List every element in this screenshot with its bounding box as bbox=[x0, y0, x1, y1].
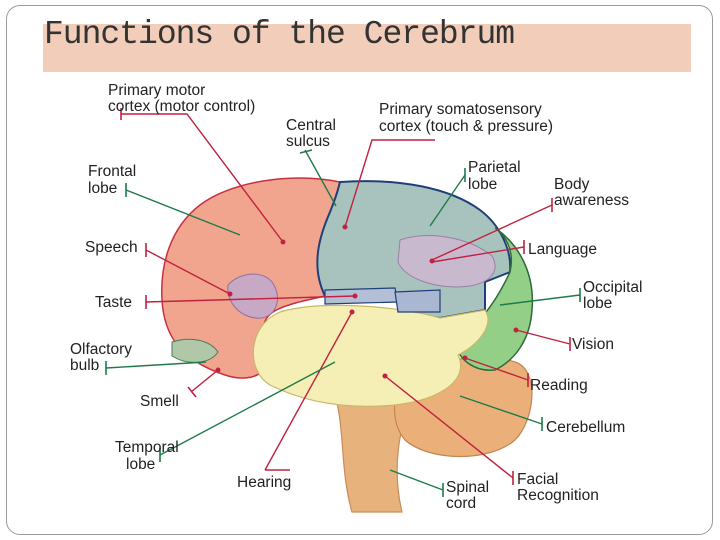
label-primary-motor-2: cortex (motor control) bbox=[108, 98, 255, 115]
red-leader-ticks bbox=[120, 108, 571, 485]
red-leader-lines bbox=[121, 113, 571, 479]
label-parietal-1: Parietal bbox=[468, 159, 521, 176]
label-spinal-2: cord bbox=[446, 495, 476, 512]
label-language: Language bbox=[528, 241, 597, 258]
label-spinal-1: Spinal bbox=[446, 479, 489, 496]
label-facial-2: Recognition bbox=[517, 487, 599, 504]
speech-area bbox=[227, 273, 278, 319]
hearing-area bbox=[394, 289, 441, 313]
label-taste: Taste bbox=[95, 294, 132, 311]
label-vision: Vision bbox=[572, 336, 614, 353]
green-leader-ticks bbox=[105, 149, 581, 497]
label-reading: Reading bbox=[530, 377, 588, 394]
language-area bbox=[397, 235, 496, 288]
label-temporal-2: lobe bbox=[126, 456, 155, 473]
label-speech: Speech bbox=[85, 239, 138, 256]
label-olfactory-2: bulb bbox=[70, 357, 99, 374]
olfactory-bulb bbox=[171, 338, 219, 363]
label-parietal-2: lobe bbox=[468, 176, 497, 193]
label-somato-1: Primary somatosensory bbox=[379, 101, 542, 118]
label-temporal-1: Temporal bbox=[115, 439, 179, 456]
label-primary-motor-1: Primary motor bbox=[108, 82, 205, 99]
label-smell: Smell bbox=[140, 393, 179, 410]
label-facial-1: Facial bbox=[517, 471, 558, 488]
label-somato-2: cortex (touch & pressure) bbox=[379, 118, 553, 135]
label-body-1: Body bbox=[554, 176, 590, 193]
label-occipital-1: Occipital bbox=[583, 279, 642, 296]
pointer-dots bbox=[215, 224, 519, 379]
label-hearing: Hearing bbox=[237, 474, 291, 491]
label-central-1: Central bbox=[286, 117, 336, 134]
label-occipital-2: lobe bbox=[583, 295, 612, 312]
label-body-2: awareness bbox=[554, 192, 629, 209]
slide-title: Functions of the Cerebrum bbox=[44, 16, 515, 53]
title-bar bbox=[43, 24, 691, 72]
green-leader-lines bbox=[105, 149, 581, 491]
label-frontal-2: lobe bbox=[88, 180, 117, 197]
label-cerebellum: Cerebellum bbox=[546, 419, 625, 436]
label-olfactory-1: Olfactory bbox=[70, 341, 132, 358]
label-frontal-1: Frontal bbox=[88, 163, 136, 180]
label-central-2: sulcus bbox=[286, 133, 330, 150]
